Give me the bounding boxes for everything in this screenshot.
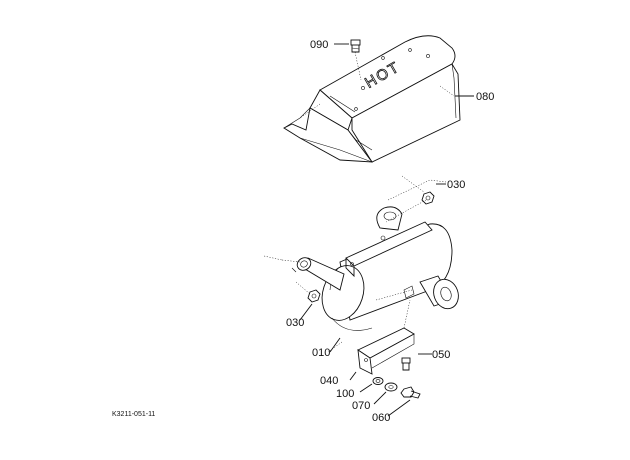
bolt-090 [350,39,362,81]
washer-100 [372,377,384,385]
washer-070 [384,382,398,392]
muffler-cover-080: HOT [283,35,461,163]
label-010: 010 [312,347,330,359]
bracket-040 [357,299,415,375]
label-040: 040 [320,375,338,387]
label-050: 050 [432,349,450,361]
label-100: 100 [336,388,354,400]
label-030-left: 030 [286,317,304,329]
label-060: 060 [372,412,390,424]
label-080: 080 [476,91,494,103]
nut-030-top [385,191,435,223]
label-030-top: 030 [447,179,465,191]
label-070: 070 [352,400,370,412]
bolt-060 [400,386,421,399]
bolt-050 [401,357,411,371]
nut-030-left [307,289,321,303]
muffler-010 [291,206,459,331]
drawing-code: K3211-051-11 [112,411,155,418]
label-090: 090 [310,39,328,51]
leader-lines [263,43,474,417]
